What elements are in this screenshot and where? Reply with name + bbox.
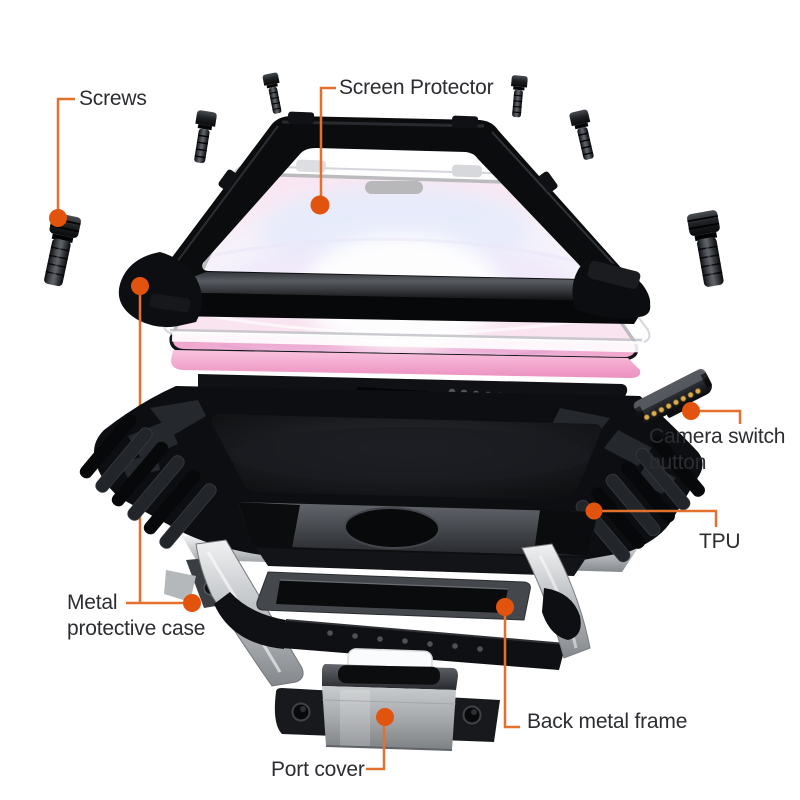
screw	[507, 74, 529, 119]
leader-lines	[56, 86, 742, 771]
case-body	[79, 386, 705, 576]
port-cover	[274, 648, 500, 751]
metal-bezel-frame	[118, 111, 651, 328]
frame-front-lip	[154, 292, 648, 324]
phone-front-edge	[171, 350, 641, 378]
back-frame-plate-inset	[276, 580, 508, 613]
screw	[568, 108, 600, 163]
label-screws: Screws	[79, 87, 147, 110]
frame-bottom-bar	[282, 620, 566, 670]
frame-clamp-tab	[218, 169, 238, 191]
frame-clamp-tab	[451, 115, 479, 129]
screen-protector-leader-line	[319, 86, 336, 198]
frame-right-corner	[542, 588, 581, 640]
protector-front-edge	[171, 330, 645, 353]
label-metal-protective-case: Metal protective case	[67, 591, 206, 640]
marker-dot-screws	[49, 209, 67, 227]
label-screen-protector: Screen Protector	[339, 76, 494, 99]
frame-bar-holes	[327, 630, 483, 652]
wing-screw-hole	[462, 705, 482, 725]
marker-dot-metal-case-frame	[131, 277, 149, 295]
bracket-wedge-left	[164, 570, 196, 602]
protector-align-tab	[451, 164, 483, 178]
camera-cutout	[344, 506, 440, 550]
back-metal-frame-leader-line	[503, 615, 520, 729]
marker-dot-tpu	[585, 502, 603, 520]
tpu-grip-right	[575, 435, 705, 563]
tpu-leader-line	[602, 509, 718, 527]
port-cover-opening	[337, 665, 441, 685]
label-tpu: TPU	[699, 530, 741, 553]
marker-dot-screen-protector	[310, 195, 330, 215]
tpu-grip-left	[79, 413, 217, 549]
label-back-metal-frame: Back metal frame	[527, 710, 688, 733]
wing-screw-hole	[291, 702, 311, 722]
protector-align-tab	[295, 159, 327, 173]
screw	[188, 109, 218, 165]
frame-left-hook	[214, 592, 286, 649]
label-port-cover: Port cover	[271, 758, 365, 781]
screw-large-right	[685, 208, 731, 290]
frame-clamp-tab	[287, 111, 315, 125]
screws-leader-line	[56, 97, 75, 211]
screw	[261, 71, 286, 116]
port-cover-leader-line	[366, 726, 386, 771]
camera-switch-leader-line	[698, 409, 742, 424]
marker-dot-metal-case-bracket	[183, 594, 201, 612]
back-metal-frame-assembly	[164, 539, 591, 687]
marker-dot-back-metal-frame	[496, 598, 514, 616]
frame-clamp-tab	[538, 171, 558, 193]
button-contacts	[643, 388, 701, 421]
marker-dots	[49, 195, 700, 726]
marker-dot-camera-switch	[682, 402, 700, 420]
camera-switch-button	[633, 368, 713, 424]
label-camera-switch-button: Camera switch button	[649, 425, 786, 474]
marker-dot-port-cover	[376, 708, 394, 726]
